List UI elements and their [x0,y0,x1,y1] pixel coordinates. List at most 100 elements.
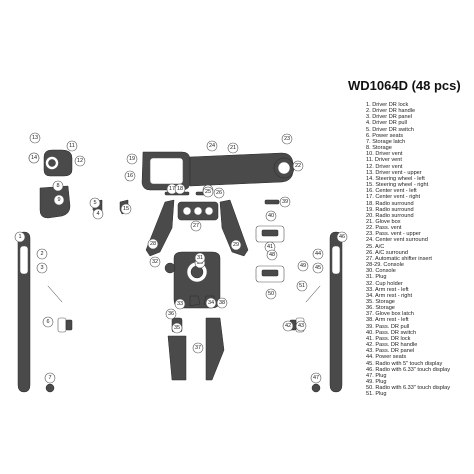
console-right-wing-part [219,199,249,257]
callout-circle [312,262,324,274]
callout-circle [174,183,186,195]
callout-number: 1 [18,234,21,240]
parts-list-item: 47. Plug [366,372,387,379]
callout-38: 38 [216,297,228,309]
callout-number: 49 [300,263,306,269]
parts-list-item: 22. Pass. vent [366,225,402,232]
callout-circle [89,197,101,209]
callout-number: 7 [48,375,51,381]
pass-pull-part [305,285,321,303]
callout-number: 34 [208,300,214,306]
parts-list-item: 28-29. Console [366,262,404,269]
callout-circle [192,342,204,354]
parts-list-item: 31. Plug [366,274,387,281]
callout-13: 13 [29,132,41,144]
parts-list-item: 30. Console [366,268,396,275]
diagram-title: WD1064D (48 pcs) [348,78,461,93]
callout-1: 1 [14,231,26,243]
callout-circle [120,203,132,215]
callout-50: 50 [265,288,277,300]
callout-34: 34 [205,297,217,309]
callout-number: 31 [197,255,203,261]
driver-pull-part [47,285,63,303]
callout-number: 28 [150,241,156,247]
cup-holder-part [164,262,176,274]
parts-list-item: 3. Driver DR panel [366,114,413,121]
driver-vent-cluster [43,149,73,177]
driver-switch-part [57,317,67,333]
callout-number: 37 [195,345,201,351]
callout-51: 51 [296,280,308,292]
callout-12: 12 [74,155,86,167]
callout-circle [206,140,218,152]
callout-39: 39 [279,196,291,208]
callout-circle [29,132,41,144]
callout-28: 28 [147,238,159,250]
callout-18: 18 [174,183,186,195]
callout-circle [216,297,228,309]
latch-trim-part [264,199,280,205]
parts-list-item: 2. Driver DR handle [366,108,416,115]
callout-circle [171,322,183,334]
passenger-panels [255,225,285,283]
callout-number: 46 [339,234,345,240]
parts-list-item: 18. Radio surround [366,200,414,207]
callout-circle [230,239,242,251]
parts-list-item: 1. Driver DR lock [366,102,409,108]
parts-list-item: 11. Driver vent [366,157,402,164]
callout-circle [295,320,307,332]
parts-list-item: 19. Radio surround [366,206,414,213]
callout-number: 4 [96,211,99,217]
callout-circle [165,308,177,320]
callout-circle [42,316,54,328]
callout-16: 16 [124,170,136,182]
callout-4: 4 [92,208,104,220]
callout-circle [296,280,308,292]
parts-list-item: 13. Driver vent - upper [366,169,422,176]
callout-number: 25 [205,189,211,195]
callout-number: 8 [56,183,59,189]
callout-number: 39 [282,199,288,205]
callout-32: 32 [149,256,161,268]
callout-number: 5 [93,200,96,206]
callout-number: 17 [169,186,175,192]
callout-27: 27 [190,220,202,232]
armrest-left-part [189,295,201,307]
callout-number: 36 [168,311,174,317]
callout-37: 37 [192,342,204,354]
callout-circle [282,320,294,332]
callout-number: 41 [267,244,273,250]
passenger-door-window [331,245,341,275]
parts-list-item: 24. Center vent surround [366,237,428,244]
callout-number: 32 [152,259,158,265]
callout-3: 3 [36,262,48,274]
callout-46: 46 [336,231,348,243]
callout-number: 16 [127,173,133,179]
callout-circle [202,186,214,198]
callout-circle [174,298,186,310]
callout-42: 42 [282,320,294,332]
callout-circle [194,252,206,264]
callout-circle [44,372,56,384]
callout-number: 26 [216,190,222,196]
callout-circle [52,180,64,192]
parts-list-item: 23. Pass. vent - upper [366,231,421,238]
callout-47: 47 [310,372,322,384]
callout-number: 29 [233,242,239,248]
parts-list-item: 40. Pass. DR switch [366,329,417,336]
parts-list-item: 45. Radio with 5" touch display [366,360,443,367]
callout-number: 35 [174,325,180,331]
parts-list-item: 14. Steering wheel - left [366,175,425,182]
callout-36: 36 [165,308,177,320]
callout-circle [205,297,217,309]
parts-list-item: 36. Storage [366,305,395,312]
driver-vent-core-part [48,159,56,167]
callout-number: 43 [298,323,304,329]
callout-circle [190,220,202,232]
callout-circle [265,210,277,222]
callout-number: 50 [268,291,274,297]
callout-5: 5 [89,197,101,209]
callout-number: 24 [209,143,215,149]
pass-panel-lower-inner [261,269,279,277]
